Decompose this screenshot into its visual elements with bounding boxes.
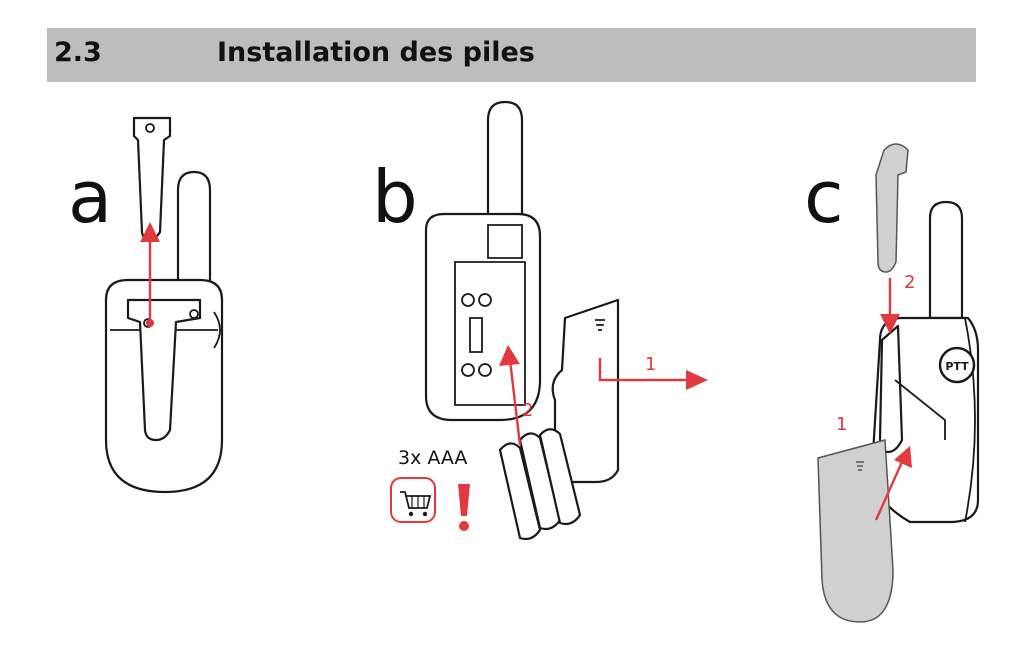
detached-clip (134, 118, 170, 240)
step-a-letter: a (68, 155, 112, 239)
exclamation-icon (458, 484, 470, 531)
step-a-illustration: a (68, 118, 222, 492)
step-c-letter: c (804, 155, 844, 239)
detached-clip (876, 144, 908, 272)
step-b-arrow-2-label: 2 (522, 400, 533, 421)
antenna (930, 202, 962, 318)
step-b-letter: b (372, 155, 418, 239)
step-c-arrow-1-label: 1 (836, 414, 847, 435)
battery-cover (818, 440, 893, 622)
battery-type-label: 3x AAA (398, 447, 467, 469)
step-c-illustration: c PTT 2 1 (804, 144, 978, 622)
step-b-arrow-1-label: 1 (645, 354, 656, 375)
lift-arrow-origin (146, 319, 154, 327)
antenna (488, 102, 522, 222)
antenna (178, 172, 210, 285)
step-c-arrow-2-label: 2 (904, 272, 915, 293)
cart-icon (391, 478, 435, 522)
ptt-label: PTT (945, 360, 969, 373)
belt-clip (880, 326, 902, 452)
step-b-illustration: b 1 2 3x AAA (372, 102, 708, 539)
remove-cover-arrowhead (686, 370, 708, 390)
